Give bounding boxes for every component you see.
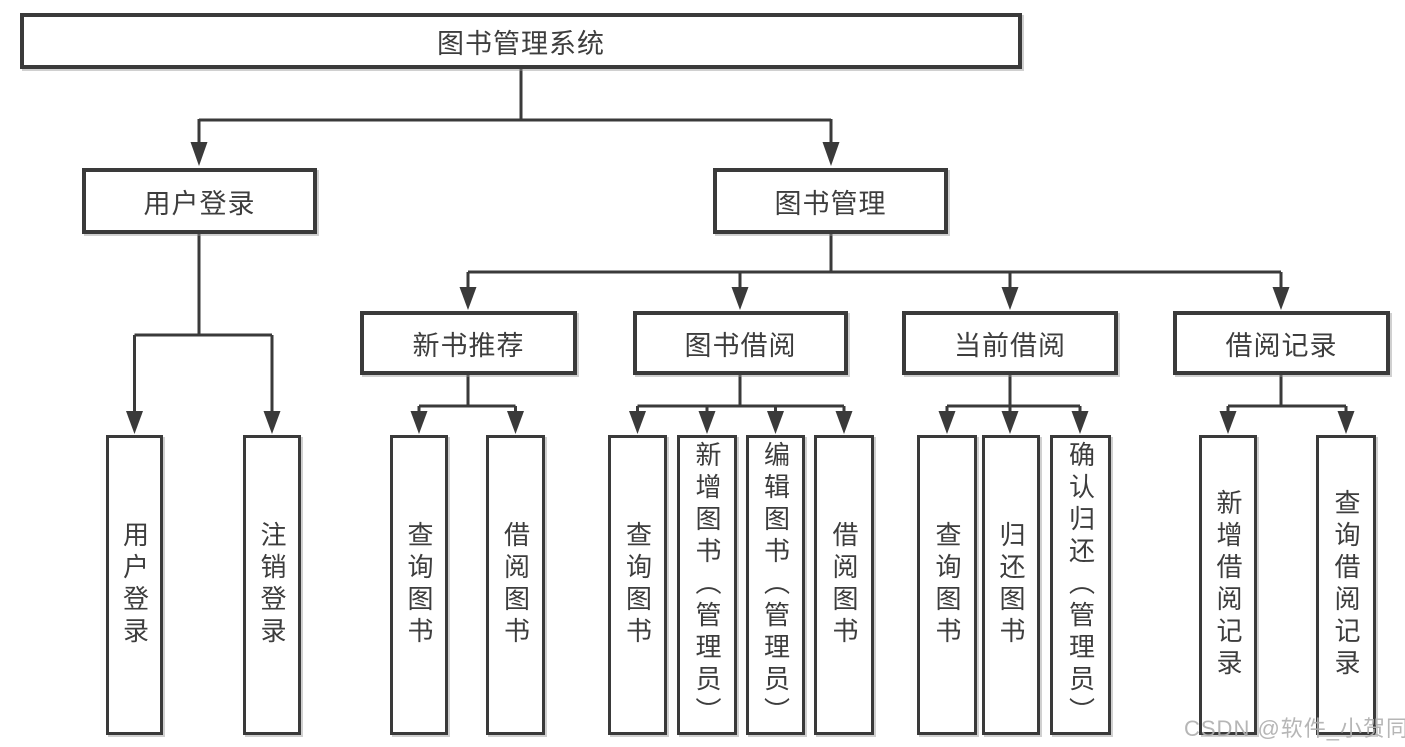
watermark: CSDN @软件_小贺同学	[1184, 716, 1405, 741]
node-label: 图书管理系统	[437, 28, 605, 59]
arrowhead-icon	[698, 411, 716, 434]
node-label: 查询图书	[622, 521, 653, 649]
arrowhead-icon	[767, 411, 784, 434]
node-label: 借阅图书	[500, 521, 531, 649]
node-label: 查询图书	[932, 521, 962, 649]
node-label: 借阅记录	[1225, 330, 1338, 361]
node-leaf-edit-books-admin: 编辑图书（管理员）	[746, 435, 805, 735]
node-library-system: 图书管理系统	[20, 13, 1022, 69]
node-label: 新书推荐	[412, 330, 525, 361]
arrowhead-icon	[1001, 411, 1019, 434]
node-leaf-return-books: 归还图书	[982, 435, 1040, 735]
node-leaf-query-books-borrowing: 查询图书	[608, 435, 667, 735]
node-label: 编辑图书（管理员）	[760, 441, 791, 729]
node-label: 用户登录	[143, 188, 256, 219]
node-book-management: 图书管理	[713, 168, 948, 234]
node-label: 查询借阅记录	[1331, 489, 1361, 681]
arrowhead-icon	[1337, 411, 1355, 434]
node-leaf-confirm-return-admin: 确认归还（管理员）	[1050, 435, 1111, 735]
edge-new-book-to-children	[417, 375, 517, 414]
node-user-login: 用户登录	[82, 168, 317, 234]
node-label: 借阅图书	[829, 521, 859, 649]
node-label: 当前借阅	[954, 330, 1066, 361]
arrowhead-icon	[629, 411, 646, 434]
node-leaf-query-books-recommend: 查询图书	[390, 435, 448, 735]
arrowheads	[126, 142, 1355, 434]
node-borrowing-records: 借阅记录	[1173, 311, 1390, 375]
arrowhead-icon	[507, 411, 524, 434]
node-leaf-borrow-books-recommend: 借阅图书	[486, 435, 545, 735]
node-leaf-query-borrow-record: 查询借阅记录	[1316, 435, 1376, 735]
node-leaf-borrow-books: 借阅图书	[814, 435, 874, 735]
node-leaf-add-borrow-record: 新增借阅记录	[1199, 435, 1257, 735]
arrowhead-icon	[263, 411, 281, 434]
node-leaf-logout: 注销登录	[243, 435, 301, 735]
node-label: 确认归还（管理员）	[1065, 441, 1096, 729]
node-label: 新增借阅记录	[1213, 489, 1243, 681]
edge-root-to-level2	[197, 69, 833, 144]
edge-user-login-to-children	[133, 234, 274, 414]
node-label: 用户登录	[119, 521, 150, 649]
arrowhead-icon	[835, 411, 853, 434]
arrowhead-icon	[1001, 287, 1019, 310]
edge-book-borrowing-to-children	[636, 375, 846, 414]
node-current-borrowing: 当前借阅	[902, 311, 1118, 375]
arrowhead-icon	[410, 411, 428, 434]
arrowhead-icon	[731, 287, 749, 310]
node-leaf-query-books-current: 查询图书	[917, 435, 977, 735]
node-label: 新增图书（管理员）	[692, 441, 722, 729]
node-label: 图书借阅	[684, 330, 797, 361]
node-new-book-recommendation: 新书推荐	[360, 311, 577, 375]
edge-book-management-to-level3	[466, 234, 1283, 289]
node-label: 注销登录	[257, 521, 287, 649]
node-label: 图书管理	[774, 188, 887, 219]
arrowhead-icon	[938, 411, 956, 434]
node-leaf-user-login: 用户登录	[106, 435, 163, 735]
node-book-borrowing: 图书借阅	[633, 311, 848, 375]
arrowhead-icon	[190, 142, 208, 166]
arrowhead-icon	[126, 411, 143, 434]
arrowhead-icon	[1219, 411, 1237, 434]
node-label: 查询图书	[404, 521, 434, 649]
arrowhead-icon	[1071, 411, 1089, 434]
node-leaf-add-books-admin: 新增图书（管理员）	[677, 435, 737, 735]
edge-borrowing-records-to-children	[1226, 375, 1348, 414]
edge-current-borrowing-to-children	[945, 375, 1082, 414]
arrowhead-icon	[822, 142, 840, 166]
arrowhead-icon	[459, 287, 477, 310]
node-label: 归还图书	[996, 521, 1026, 649]
arrowhead-icon	[1272, 287, 1290, 310]
